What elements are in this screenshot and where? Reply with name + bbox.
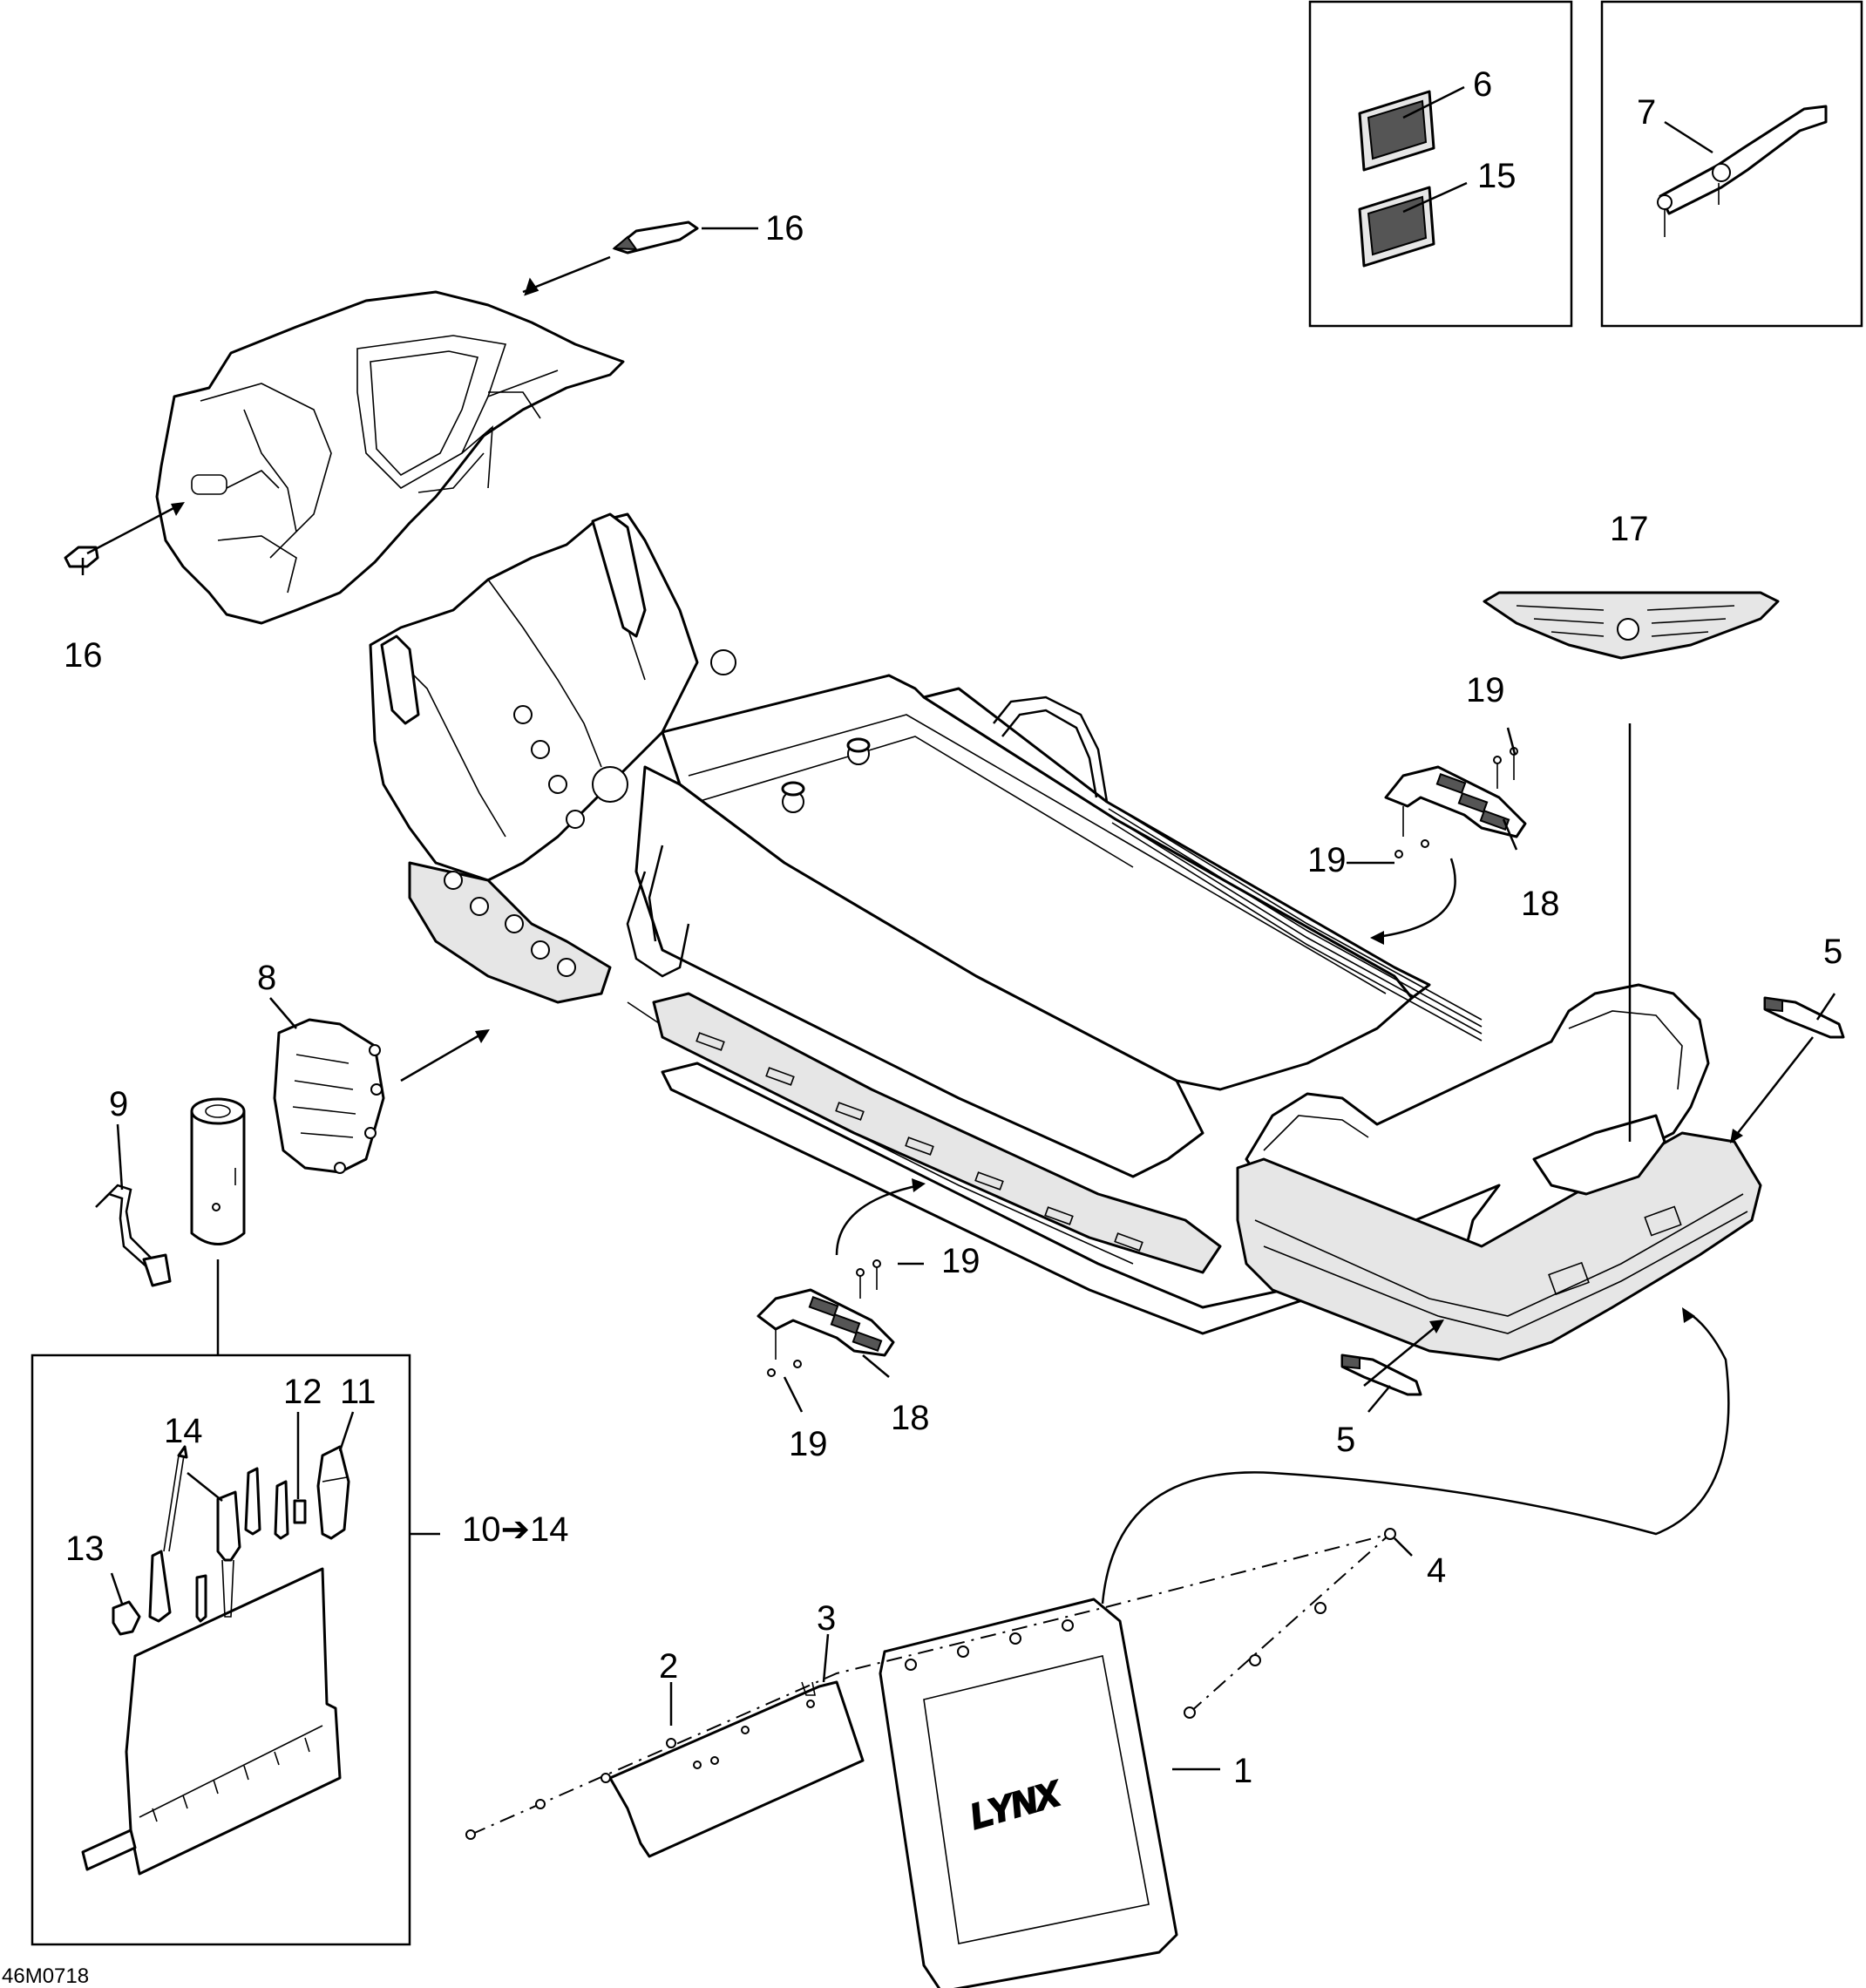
footrest-bracket-part-18-left (757, 1288, 895, 1360)
drawing-code: 46M0718 (2, 1964, 89, 1988)
callout-19-mid: 19 (1307, 841, 1347, 879)
grip-part-5-lower (1340, 1354, 1422, 1396)
hardware-lines (465, 1528, 1396, 1840)
screws-part-19 (767, 747, 1518, 1377)
callout-18-left: 18 (891, 1399, 930, 1437)
callout-16-top: 16 (765, 209, 804, 248)
callout-15: 15 (1477, 157, 1517, 195)
leader-arrows (86, 255, 1814, 1605)
mud-flap-part-1: LYNX (879, 1598, 1178, 1988)
plate-part-2-3 (608, 1680, 865, 1858)
callout-3: 3 (817, 1599, 836, 1638)
callout-17: 17 (1610, 510, 1649, 548)
callout-2: 2 (659, 1647, 678, 1686)
callout-leaders (81, 85, 1836, 1771)
callout-14: 14 (164, 1412, 203, 1450)
toolkit-box (31, 1259, 440, 1946)
strap-part-9 (95, 1184, 172, 1287)
hood-console (155, 290, 625, 625)
callout-10-14: 10➔14 (462, 1510, 569, 1549)
tool-canister (190, 1097, 246, 1245)
callout-1: 1 (1233, 1752, 1252, 1790)
callout-8: 8 (257, 959, 276, 997)
chassis-frame (369, 512, 1762, 1361)
reflector-part-15 (1358, 186, 1435, 268)
callout-12: 12 (283, 1373, 322, 1411)
callout-11: 11 (340, 1373, 377, 1411)
callout-7: 7 (1637, 93, 1656, 132)
callout-16-left: 16 (64, 636, 103, 675)
grip-part-5-right (1763, 996, 1845, 1039)
cover-part-8 (273, 1018, 385, 1174)
decal-part-17 (1483, 591, 1780, 660)
callout-13: 13 (65, 1530, 105, 1568)
reflector-part-6 (1358, 90, 1435, 172)
pad-part-16-top (612, 221, 699, 254)
callout-labels: 1 2 3 4 5 5 6 7 8 9 10➔14 11 12 13 14 15… (2, 65, 1842, 1988)
callout-19-left-bottom: 19 (789, 1425, 828, 1463)
bracket-part-7 (1657, 105, 1828, 237)
inset-box-reflectors (1308, 0, 1573, 328)
callout-9: 9 (109, 1085, 128, 1123)
inset-box-bracket (1600, 0, 1863, 328)
callout-5-lower: 5 (1336, 1421, 1355, 1459)
callout-4: 4 (1427, 1551, 1446, 1590)
callout-6: 6 (1473, 65, 1492, 104)
callout-18-right: 18 (1521, 885, 1560, 923)
callout-19-top: 19 (1466, 671, 1505, 709)
callout-19-left-top: 19 (941, 1242, 980, 1280)
callout-5-right: 5 (1823, 933, 1842, 971)
footrest-bracket-part-18-right (1384, 765, 1527, 838)
